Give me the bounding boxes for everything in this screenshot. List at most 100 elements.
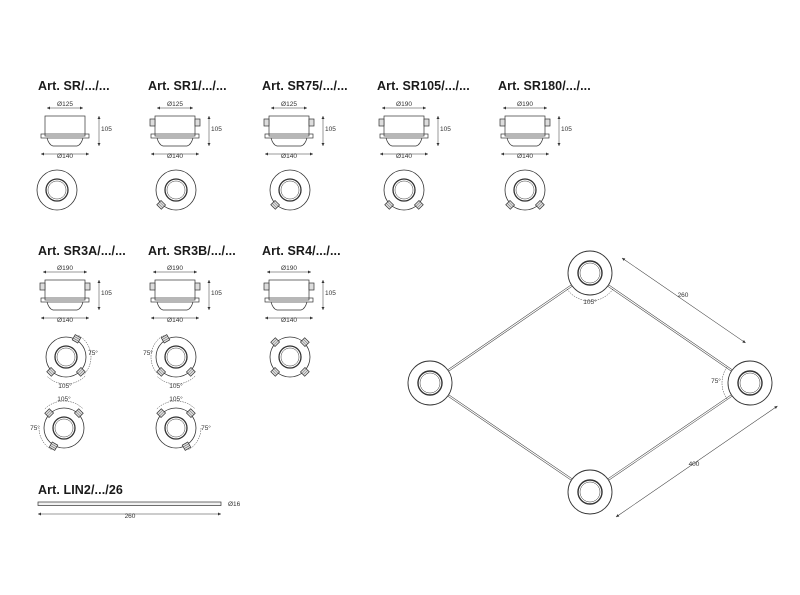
- arrowhead: [151, 152, 154, 156]
- arrowhead: [321, 307, 325, 310]
- arrowhead: [544, 106, 547, 110]
- bracket-line: [301, 340, 307, 346]
- outer-ring: [269, 336, 311, 378]
- spot-lens: [506, 137, 544, 147]
- assembly-spot-inner: [579, 262, 601, 284]
- bracket-line: [183, 443, 189, 448]
- arrowhead: [207, 280, 211, 283]
- angle-label: 105°: [169, 395, 183, 403]
- arrowhead: [557, 143, 561, 146]
- lens-inner: [280, 180, 300, 200]
- arrowhead: [308, 270, 311, 274]
- arrowhead: [310, 152, 313, 156]
- arrowhead: [84, 270, 87, 274]
- top-diameter-label: Ø190: [167, 265, 183, 272]
- arrowhead: [616, 514, 620, 517]
- bracket-body: [73, 408, 84, 419]
- bracket-body: [270, 199, 281, 210]
- bracket-body: [48, 441, 59, 451]
- bracket-line: [73, 337, 79, 342]
- arrowhead: [196, 316, 199, 320]
- mounting-bracket: [181, 441, 192, 451]
- mounting-bracket: [505, 199, 516, 210]
- bottom-diameter-label: Ø140: [167, 153, 183, 160]
- plan-sr3b-1: 75°105°: [143, 334, 197, 390]
- assembly-length-label: 400: [689, 461, 700, 468]
- spot-body: [504, 115, 546, 137]
- assembly-spot-inner: [419, 372, 441, 394]
- bracket-line: [74, 336, 80, 340]
- rod-diameter-label: Ø16: [228, 501, 241, 508]
- plan-sr1: [155, 169, 197, 211]
- bracket-body: [534, 199, 545, 210]
- angle-label: 75°: [30, 424, 40, 432]
- bracket-line: [272, 203, 277, 208]
- arrowhead: [423, 106, 426, 110]
- bottom-diameter-label: Ø140: [396, 153, 412, 160]
- arrowhead: [425, 152, 428, 156]
- arrowhead: [557, 116, 561, 119]
- outer-ring: [155, 169, 197, 211]
- outer-ring: [269, 169, 311, 211]
- angle-arc: [156, 400, 196, 410]
- lens-inner: [515, 180, 535, 200]
- angle-arc: [150, 335, 164, 375]
- spot-body: [44, 279, 86, 301]
- rod-length-label: 260: [125, 513, 136, 520]
- top-diameter-label: Ø190: [281, 265, 297, 272]
- height-label: 105: [561, 126, 572, 133]
- top-diameter-label: Ø190: [517, 101, 533, 108]
- height-label: 105: [211, 290, 222, 297]
- spot-flange: [500, 133, 550, 139]
- connector-rod-core: [589, 272, 751, 384]
- arrowhead: [86, 152, 89, 156]
- height-label: 105: [211, 126, 222, 133]
- arrowhead: [321, 280, 325, 283]
- mounting-bracket: [384, 199, 395, 210]
- arrowhead: [503, 106, 506, 110]
- bracket-line: [273, 368, 279, 374]
- spot-body: [268, 279, 310, 301]
- plan-sr3a-1: 75°105°: [45, 334, 98, 390]
- bracket-line: [77, 368, 83, 374]
- arrowhead: [153, 270, 156, 274]
- spot-lens: [46, 137, 84, 147]
- arrowhead: [207, 143, 211, 146]
- bracket-line: [163, 337, 169, 342]
- spot-flange: [264, 133, 314, 139]
- mounting-bracket: [270, 337, 281, 348]
- lens-ring: [392, 178, 416, 202]
- bracket-line: [273, 201, 279, 207]
- connector-rod-core: [589, 382, 751, 493]
- height-label: 105: [325, 126, 336, 133]
- assembly-spot-lens: [737, 370, 763, 396]
- outer-ring: [43, 407, 85, 449]
- plan-sr180: [504, 169, 546, 211]
- bracket-body: [156, 408, 167, 419]
- arrowhead: [47, 106, 50, 110]
- angle-label: 105°: [169, 382, 183, 390]
- bracket-body: [44, 408, 55, 419]
- angle-arc: [44, 400, 84, 410]
- assembly-spot-inner: [739, 372, 761, 394]
- title-sr75: Art. SR75/.../...: [262, 79, 348, 93]
- bracket-line: [158, 410, 163, 415]
- bracket-body: [384, 199, 395, 210]
- mounting-bracket: [156, 199, 167, 210]
- plan-sr3a-2: 105°75°: [30, 395, 85, 451]
- mounting-bracket: [48, 441, 59, 451]
- mounting-bracket: [156, 366, 167, 377]
- angle-arc: [188, 427, 202, 450]
- bracket-line: [47, 411, 53, 417]
- bracket-line: [538, 203, 543, 208]
- lens-inner: [47, 180, 67, 200]
- arrowhead: [271, 106, 274, 110]
- side-bracket: [499, 118, 506, 127]
- arrowhead: [774, 405, 778, 409]
- bracket-line: [417, 203, 422, 208]
- arrowhead: [310, 316, 313, 320]
- arrowhead: [151, 316, 154, 320]
